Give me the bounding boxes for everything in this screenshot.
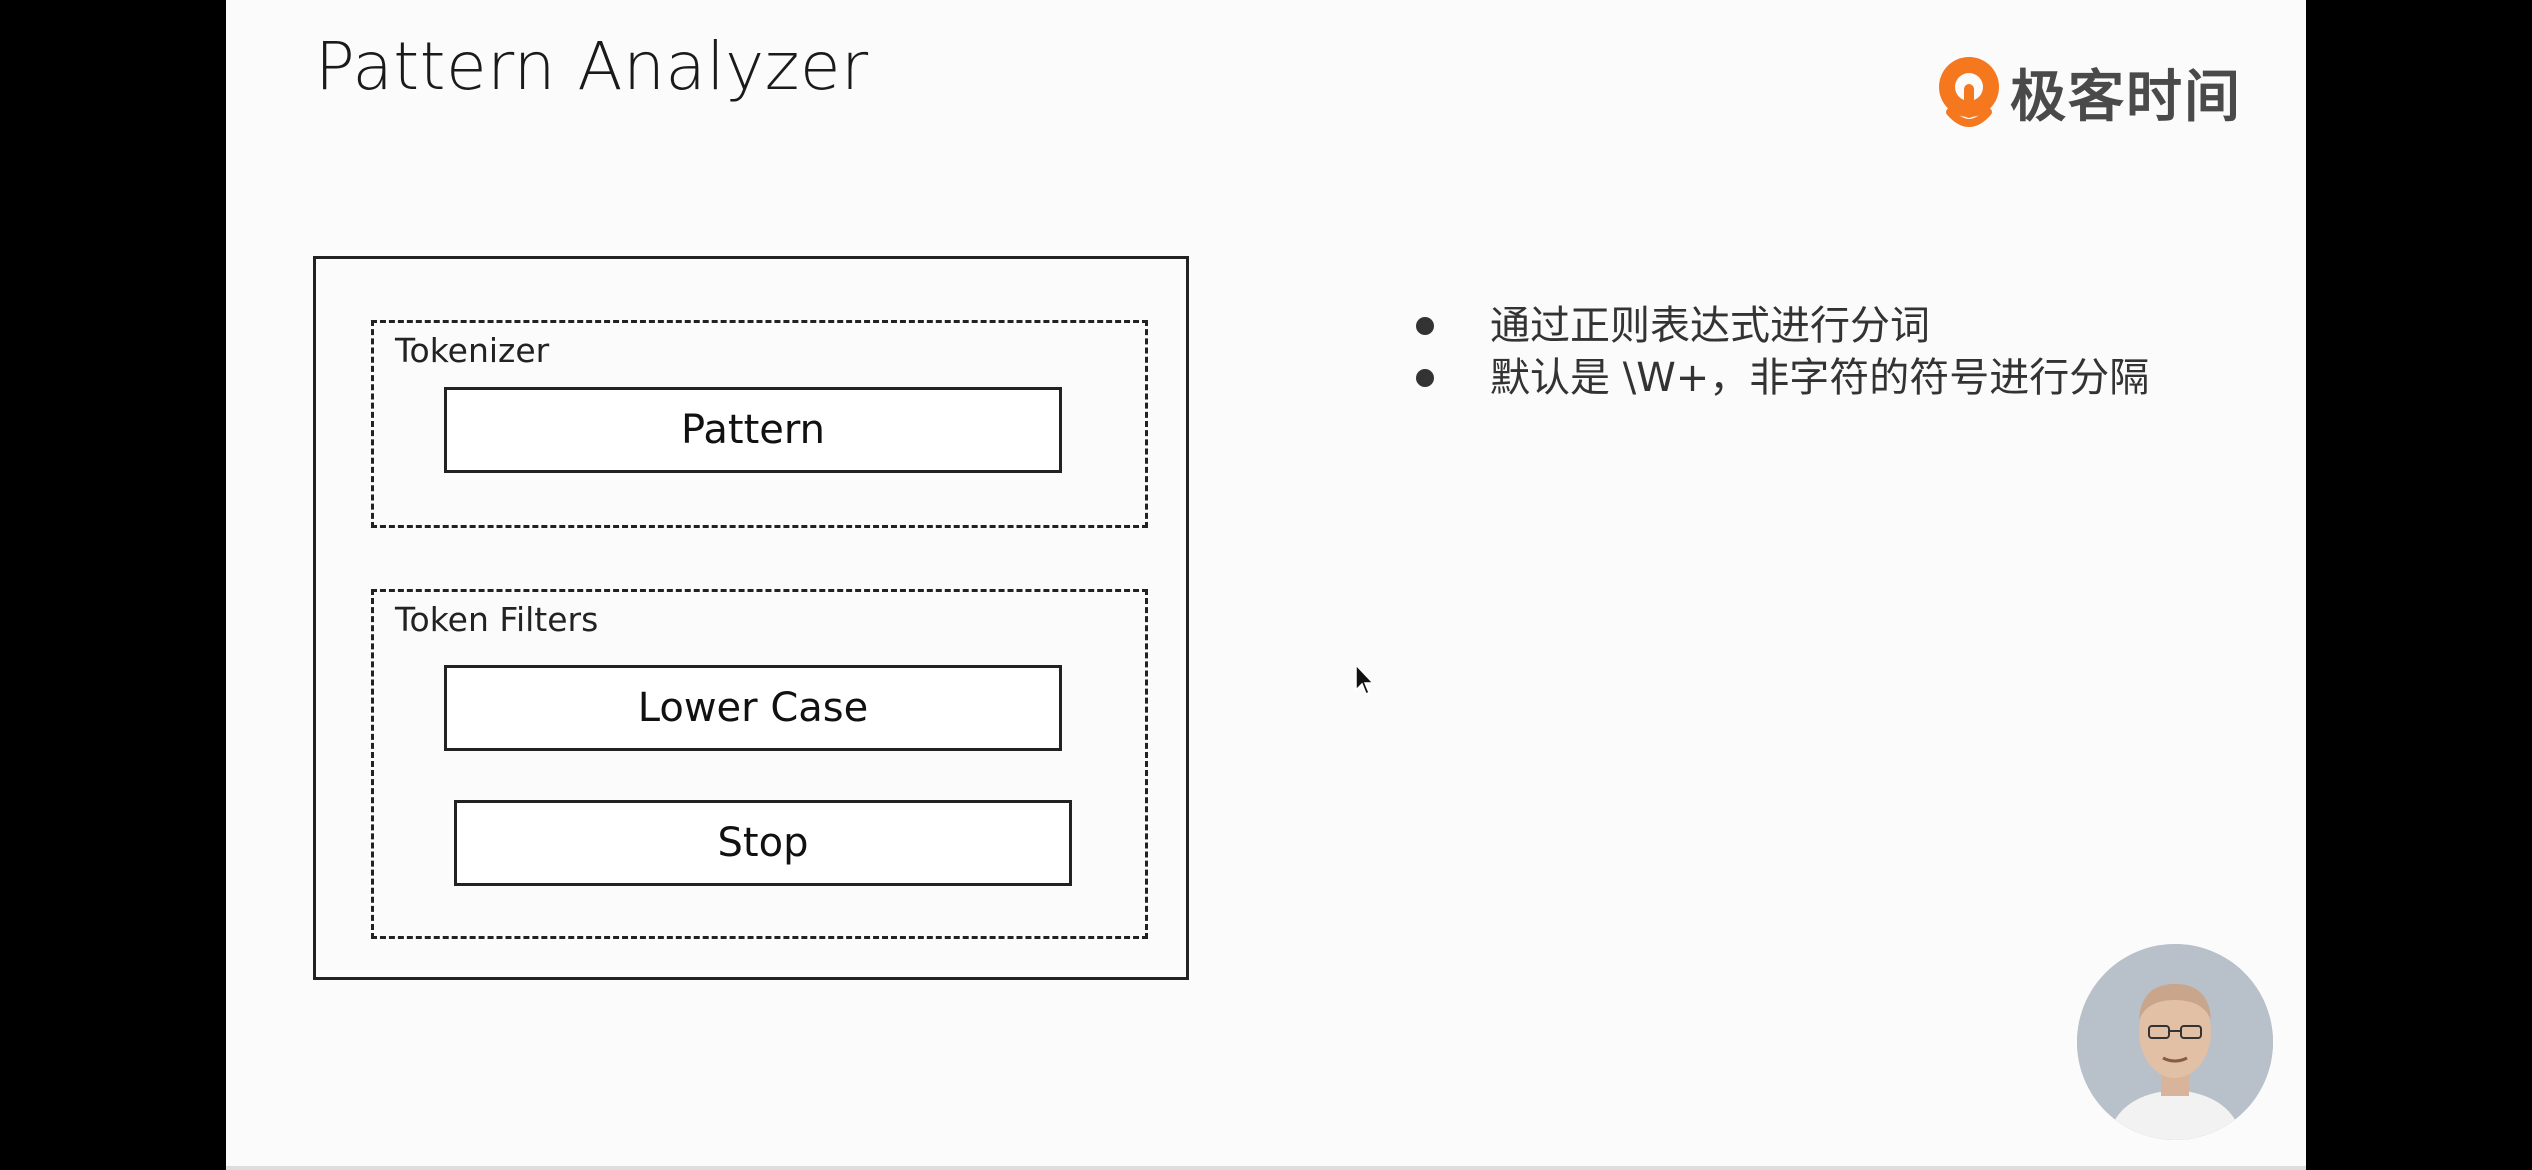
pattern-tokenizer-box: Pattern bbox=[444, 387, 1062, 473]
mouse-cursor-icon bbox=[1355, 664, 1374, 696]
bullet-item: 默认是 \W+，非字符的符号进行分隔 bbox=[1416, 352, 2149, 404]
tokenizer-label: Tokenizer bbox=[395, 331, 550, 370]
token-filters-group: Token Filters Lower Case Stop bbox=[371, 589, 1148, 939]
stop-filter-box: Stop bbox=[454, 800, 1072, 886]
slide-bottom-border bbox=[226, 1166, 2306, 1170]
slide-title: Pattern Analyzer bbox=[315, 28, 869, 105]
slide: Pattern Analyzer 极客时间 Tokenizer Pattern … bbox=[226, 0, 2306, 1170]
bullet-text: 通过正则表达式进行分词 bbox=[1490, 303, 1930, 349]
presenter-webcam-avatar bbox=[2077, 944, 2273, 1140]
bullet-dot-icon bbox=[1416, 317, 1434, 335]
logo-text: 极客时间 bbox=[2010, 64, 2242, 130]
bullet-text: 默认是 \W+，非字符的符号进行分隔 bbox=[1490, 355, 2150, 401]
tokenizer-group: Tokenizer Pattern bbox=[371, 320, 1148, 528]
geektime-logo-icon bbox=[1939, 57, 1999, 127]
lowercase-filter-box: Lower Case bbox=[444, 665, 1062, 751]
bullet-dot-icon bbox=[1416, 369, 1434, 387]
brand-logo: 极客时间 bbox=[1936, 54, 2242, 130]
token-filters-label: Token Filters bbox=[395, 600, 599, 639]
presenter-avatar-icon bbox=[2077, 944, 2273, 1140]
bullet-item: 通过正则表达式进行分词 bbox=[1416, 300, 2149, 352]
analyzer-diagram: Tokenizer Pattern Token Filters Lower Ca… bbox=[313, 256, 1189, 980]
bullet-list: 通过正则表达式进行分词 默认是 \W+，非字符的符号进行分隔 bbox=[1416, 300, 2149, 404]
